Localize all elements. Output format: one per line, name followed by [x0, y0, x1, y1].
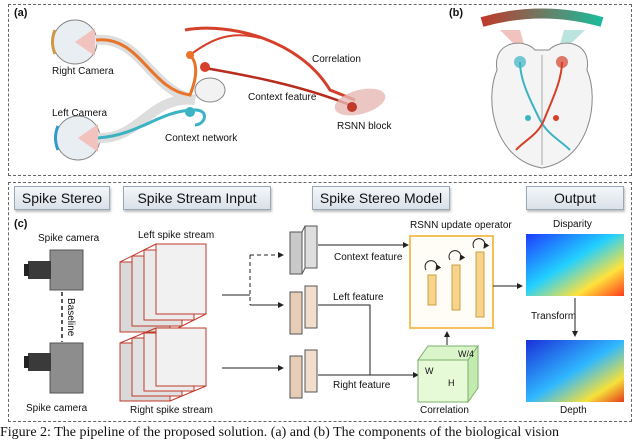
dim-w-label: W: [425, 366, 434, 376]
dim-w4-label: W/4: [458, 349, 475, 359]
baseline-label: Baseline: [65, 298, 76, 337]
correlation-volume: [417, 344, 479, 404]
left-spike-stream-stack: [119, 243, 207, 333]
panel-c-frame: [8, 182, 632, 422]
context-encoder: [289, 225, 318, 275]
figure-caption: Figure 2: The pipeline of the proposed s…: [0, 425, 559, 440]
header-spike-stereo: Spike Stereo: [14, 186, 110, 210]
panel-a-label: (a): [14, 7, 28, 19]
rsnn-update-operator-box: [409, 235, 494, 329]
left-camera-label: Left Camera: [52, 108, 108, 119]
spike-camera-bottom-label: Spike camera: [26, 403, 88, 414]
spike-camera-top-label: Spike camera: [38, 233, 100, 244]
left-feature-encoder: [289, 285, 318, 335]
header-spike-stream-input: Spike Stream Input: [123, 186, 271, 210]
panel-b-label: (b): [449, 7, 464, 19]
left-spike-stream-label: Left spike stream: [138, 230, 215, 241]
depth-label: Depth: [560, 405, 587, 416]
rsnn-block-shape: [334, 88, 386, 116]
disparity-map: [526, 234, 624, 296]
transform-label: Transform: [531, 311, 577, 322]
right-feature-encoder: [289, 349, 318, 399]
right-feature-label: Right feature: [333, 380, 391, 391]
right-spike-stream-label: Right spike stream: [130, 405, 213, 416]
context-network-label: Context network: [165, 133, 238, 144]
left-camera-eye: [54, 115, 101, 161]
lgn-structure: [194, 77, 226, 103]
context-feature-label-c: Context feature: [334, 252, 403, 263]
dim-h-label: H: [448, 378, 455, 388]
spike-camera-bottom-device: [24, 342, 84, 394]
rsnn-update-operator-label: RSNN update operator: [410, 220, 512, 231]
header-spike-stereo-model: Spike Stereo Model: [312, 186, 450, 210]
right-spike-stream-stack: [119, 327, 207, 402]
right-camera-label: Right Camera: [52, 66, 114, 77]
spike-camera-top-device: [24, 249, 84, 291]
panel-c-label: (c): [14, 218, 28, 230]
visual-field-arc: [480, 8, 604, 27]
context-feature-label-a: Context feature: [248, 92, 317, 103]
panel-a-b-frame: [8, 4, 632, 176]
left-feature-label: Left feature: [333, 292, 384, 303]
rsnn-block-label: RSNN block: [337, 121, 392, 132]
depth-map: [526, 340, 624, 402]
correlation-label-a: Correlation: [312, 54, 361, 65]
right-camera-eye: [51, 19, 98, 65]
header-output: Output: [526, 186, 624, 210]
correlation-label-c: Correlation: [420, 405, 469, 416]
disparity-label: Disparity: [553, 219, 592, 230]
